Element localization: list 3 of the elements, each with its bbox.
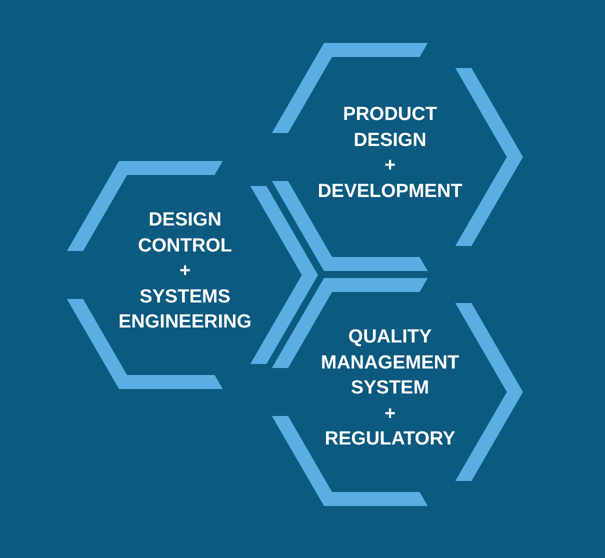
- node-label: QUALITY MANAGEMENT SYSTEM + REGULATORY: [320, 325, 460, 452]
- node-label: PRODUCT DESIGN + DEVELOPMENT: [318, 103, 462, 204]
- node-label: DESIGN CONTROL + SYSTEMS ENGINEERING: [118, 208, 252, 334]
